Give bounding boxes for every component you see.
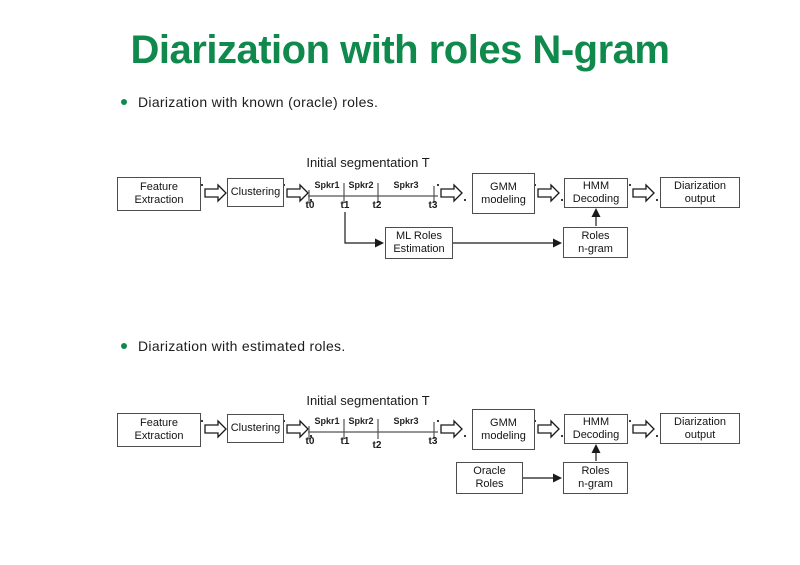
timeline-tick-label: t1 [340, 200, 350, 211]
box-label: modeling [481, 193, 526, 206]
bullet-icon [121, 343, 127, 349]
hmm-decoding-box: HMM Decoding [564, 414, 628, 444]
box-label: Roles [581, 465, 610, 477]
connector-arrowhead [375, 238, 384, 248]
bullet-text: Diarization with estimated roles. [138, 338, 346, 354]
page-title: Diarization with roles N-gram [130, 28, 670, 72]
bullet-text: Diarization with known (oracle) roles. [138, 94, 379, 110]
connector-t1-to-mlroles [344, 212, 375, 244]
timeline-tick-label: t3 [428, 200, 438, 211]
timeline-segment-label: Spkr3 [393, 180, 419, 190]
flow-arrow-icon [204, 419, 227, 439]
timeline-segment-label: Spkr3 [393, 416, 419, 426]
timeline-tick-label: t0 [305, 200, 315, 211]
box-label: Diarization [674, 415, 726, 428]
flow-arrow-icons-diagram2 [204, 419, 655, 439]
feature-extraction-box: Feature Extraction [117, 177, 201, 211]
box-label: Decoding [572, 193, 620, 205]
box-label: GMM [490, 180, 517, 193]
timeline-tick-label: t0 [305, 436, 315, 447]
hmm-decoding-box: HMM Decoding [564, 178, 628, 208]
box-label: n-gram [578, 242, 613, 255]
box-label: Oracle [473, 465, 506, 477]
flow-arrow-icon [286, 419, 309, 439]
timeline-segment-label: Spkr1 [314, 416, 340, 426]
connectors-diagram1 [344, 208, 601, 248]
flow-arrow-icon [440, 183, 463, 203]
box-label: Feature [140, 417, 178, 429]
timeline-tick-label: t2 [372, 200, 382, 211]
box-label: Roles [475, 478, 504, 490]
box-label: n-gram [578, 478, 613, 490]
diarization-output-box: Diarization output [660, 413, 740, 444]
timeline-tick-label: t1 [340, 436, 350, 447]
clustering-box: Clustering [227, 414, 284, 443]
feature-extraction-box: Feature Extraction [117, 413, 201, 447]
flow-arrow-icon [537, 419, 560, 439]
clustering-box: Clustering [227, 178, 284, 207]
gmm-modeling-box: GMM modeling [472, 173, 535, 214]
box-label: Extraction [134, 430, 184, 442]
flow-arrow-icon [286, 183, 309, 203]
flow-arrow-icon [537, 183, 560, 203]
box-label: ML Roles [395, 230, 443, 242]
box-label: Roles [581, 229, 610, 242]
flow-arrow-icons-diagram1 [204, 183, 655, 203]
bullet-icon [121, 99, 127, 105]
box-label: Decoding [572, 429, 620, 441]
box-label: Feature [140, 181, 178, 193]
bullet-known-roles: Diarization with known (oracle) roles. [121, 93, 378, 111]
box-label: output [684, 428, 716, 441]
bullet-estimated-roles: Diarization with estimated roles. [121, 337, 346, 355]
flow-arrow-icon [632, 419, 655, 439]
roles-ngram-box: Roles n-gram [563, 227, 628, 258]
connector-arrowhead [591, 444, 601, 453]
segmentation-title: Initial segmentation T [306, 155, 430, 170]
box-label: Estimation [393, 243, 445, 255]
timeline-diagram1 [308, 183, 438, 203]
connector-arrowhead [553, 238, 562, 248]
timeline-segment-label: Spkr2 [348, 416, 374, 426]
box-label: HMM [582, 416, 610, 428]
box-label: Extraction [134, 194, 184, 206]
flow-arrow-icon [440, 419, 463, 439]
diarization-output-box: Diarization output [660, 177, 740, 208]
timeline-diagram2 [308, 419, 438, 439]
roles-ngram-box: Roles n-gram [563, 462, 628, 494]
timeline-segment-label: Spkr2 [348, 180, 374, 190]
box-label: Clustering [230, 186, 281, 198]
gmm-modeling-box: GMM modeling [472, 409, 535, 450]
oracle-roles-box: Oracle Roles [456, 462, 523, 494]
box-label: output [684, 192, 716, 205]
flow-arrow-icon [204, 183, 227, 203]
timeline-tick-label: t3 [428, 436, 438, 447]
box-label: Clustering [230, 422, 281, 434]
ml-roles-estimation-box: ML Roles Estimation [385, 227, 453, 259]
segmentation-title: Initial segmentation T [306, 393, 430, 408]
connector-arrowhead [553, 473, 562, 483]
connector-arrowhead [591, 208, 601, 217]
box-label: modeling [481, 429, 526, 442]
box-label: GMM [490, 416, 517, 429]
connectors-diagram2 [523, 444, 601, 483]
timeline-tick-label: t2 [372, 440, 382, 451]
timeline-segment-label: Spkr1 [314, 180, 340, 190]
box-label: HMM [582, 180, 610, 192]
box-label: Diarization [674, 179, 726, 192]
flow-arrow-icon [632, 183, 655, 203]
